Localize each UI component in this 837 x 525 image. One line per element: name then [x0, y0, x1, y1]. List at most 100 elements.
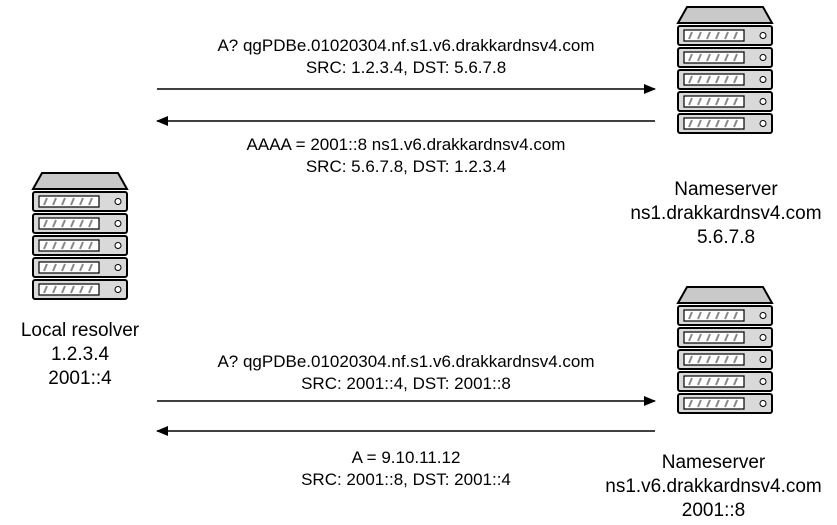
rack-vent-stripe [88, 241, 93, 250]
rack-vent-stripe [724, 355, 729, 364]
rack-vent-stripe [733, 119, 738, 128]
nameserver-v4-ip: 5.6.7.8 [696, 227, 756, 248]
rack-vent-stripe [688, 119, 693, 128]
rack-vent-stripe [61, 263, 66, 272]
rack-vent-stripe [697, 75, 702, 84]
rack-led [759, 312, 767, 319]
rack-vent-stripe [697, 399, 702, 408]
rack-vent-stripe [688, 355, 693, 364]
rack-led [759, 32, 767, 39]
rack-vent-stripe [688, 75, 693, 84]
rack-vent-stripe [715, 53, 720, 62]
rack-panel [683, 29, 745, 42]
rack-vent-stripe [697, 377, 702, 386]
rack-vent-stripe [724, 53, 729, 62]
message-response-v6: A = 9.10.11.12 SRC: 2001::8, DST: 2001::… [157, 447, 655, 491]
nameserver-v6-server-icon [676, 286, 774, 414]
rack-led [114, 286, 122, 293]
rack-led [759, 98, 767, 105]
rack-panel [38, 239, 100, 252]
rack-vent-stripe [61, 219, 66, 228]
rack-vent-stripe [706, 355, 711, 364]
rack-vent-stripe [706, 53, 711, 62]
message-response-v4-addr: SRC: 5.6.7.8, DST: 1.2.3.4 [305, 157, 507, 176]
rack-vent-stripe [733, 311, 738, 320]
rack-led [759, 120, 767, 127]
rack-vent-stripe [733, 75, 738, 84]
rack-vent-stripe [715, 31, 720, 40]
nameserver-v6-host: ns1.v6.drakkardnsv4.com [605, 476, 822, 497]
rack-vent-stripe [52, 285, 57, 294]
local-resolver-ipv6: 2001::4 [48, 368, 112, 389]
rack-vent-stripe [88, 197, 93, 206]
rack-led [759, 400, 767, 407]
rack-vent-stripe [70, 263, 75, 272]
nameserver-v4-server-icon [676, 6, 774, 134]
rack-vent-stripe [724, 333, 729, 342]
rack-vent-stripe [724, 399, 729, 408]
rack-vent-stripe [697, 333, 702, 342]
rack-vent-stripe [688, 377, 693, 386]
rack-vent-stripe [697, 355, 702, 364]
rack-vent-stripe [43, 219, 48, 228]
nameserver-v6-name: Nameserver [661, 452, 766, 473]
nameserver-v6-label: Nameserver ns1.v6.drakkardnsv4.com 2001:… [590, 451, 837, 523]
message-query-v6: A? qgPDBe.01020304.nf.s1.v6.drakkardnsv4… [157, 351, 655, 395]
rack-vent-stripe [79, 219, 84, 228]
rack-vent-stripe [688, 53, 693, 62]
rack-led [759, 76, 767, 83]
rack-vent-stripe [70, 241, 75, 250]
rack-vent-stripe [43, 263, 48, 272]
rack-vent-stripe [706, 333, 711, 342]
message-response-v4: AAAA = 2001::8 ns1.v6.drakkardnsv4.com S… [157, 134, 655, 178]
rack-panel [683, 117, 745, 130]
rack-vent-stripe [706, 311, 711, 320]
rack-vent-stripe [706, 399, 711, 408]
rack-led [114, 220, 122, 227]
rack-vent-stripe [697, 53, 702, 62]
message-query-v4: A? qgPDBe.01020304.nf.s1.v6.drakkardnsv4… [157, 35, 655, 79]
rack-vent-stripe [688, 311, 693, 320]
rack-vent-stripe [733, 97, 738, 106]
message-response-v4-text: AAAA = 2001::8 ns1.v6.drakkardnsv4.com [246, 135, 566, 154]
rack-panel [683, 375, 745, 388]
rack-vent-stripe [724, 75, 729, 84]
rack-vent-stripe [724, 119, 729, 128]
rack-vent-stripe [688, 97, 693, 106]
rack-vent-stripe [706, 119, 711, 128]
rack-vent-stripe [88, 263, 93, 272]
rack-panel [683, 331, 745, 344]
rack-vent-stripe [715, 377, 720, 386]
rack-vent-stripe [697, 97, 702, 106]
rack-vent-stripe [697, 31, 702, 40]
rack-vent-stripe [733, 333, 738, 342]
rack-vent-stripe [88, 219, 93, 228]
rack-vent-stripe [52, 197, 57, 206]
rack-vent-stripe [52, 219, 57, 228]
rack-panel [683, 353, 745, 366]
rack-led [759, 378, 767, 385]
local-resolver-name: Local resolver [20, 320, 140, 341]
local-resolver-ipv4: 1.2.3.4 [50, 344, 110, 365]
rack-vent-stripe [43, 241, 48, 250]
rack-vent-stripe [733, 31, 738, 40]
rack-panel [683, 95, 745, 108]
rack-panel [38, 217, 100, 230]
rack-vent-stripe [79, 285, 84, 294]
rack-vent-stripe [79, 241, 84, 250]
rack-vent-stripe [70, 197, 75, 206]
rack-vent-stripe [715, 311, 720, 320]
message-query-v4-text: A? qgPDBe.01020304.nf.s1.v6.drakkardnsv4… [217, 36, 595, 55]
message-query-v4-addr: SRC: 1.2.3.4, DST: 5.6.7.8 [305, 58, 507, 77]
rack-panel [38, 283, 100, 296]
rack-vent-stripe [733, 53, 738, 62]
rack-led [759, 54, 767, 61]
rack-led [114, 264, 122, 271]
rack-led [114, 198, 122, 205]
rack-vent-stripe [43, 197, 48, 206]
rack-vent-stripe [43, 285, 48, 294]
rack-vent-stripe [733, 377, 738, 386]
message-response-v6-text: A = 9.10.11.12 [351, 448, 461, 467]
